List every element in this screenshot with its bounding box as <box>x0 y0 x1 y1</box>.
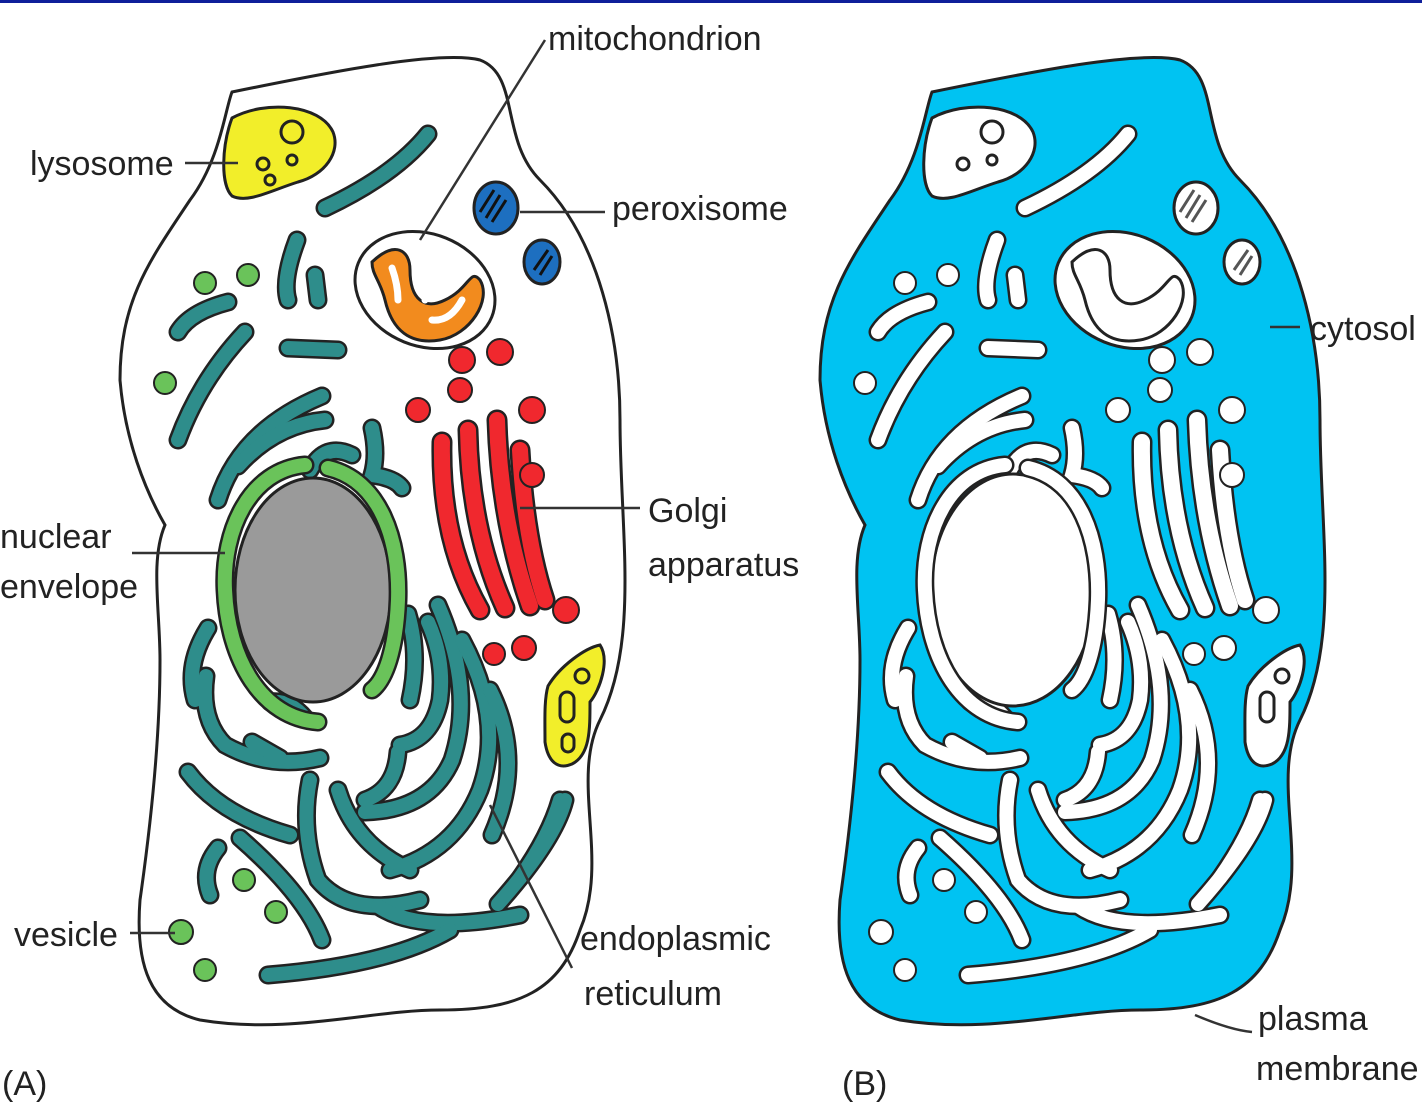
nucleus-a <box>225 465 398 722</box>
label-lysosome: lysosome <box>30 145 174 183</box>
panel-b-cytosol-cell: cytosol plasma membrane (B) <box>820 58 1419 1103</box>
label-mitochondrion: mitochondrion <box>548 20 762 58</box>
nucleus-b <box>925 465 1098 722</box>
label-nuclear-envelope-2: envelope <box>0 568 138 606</box>
label-golgi-2: apparatus <box>648 546 799 584</box>
panel-a-tag: (A) <box>2 1065 47 1103</box>
label-peroxisome: peroxisome <box>612 190 788 228</box>
label-cytosol: cytosol <box>1310 310 1416 348</box>
panel-b-tag: (B) <box>842 1065 887 1103</box>
label-plasma-membrane-1: plasma <box>1258 1000 1368 1038</box>
label-golgi-1: Golgi <box>648 492 727 530</box>
label-nuclear-envelope-1: nuclear <box>0 518 112 556</box>
label-plasma-membrane-2: membrane <box>1256 1050 1419 1088</box>
label-vesicle: vesicle <box>14 916 118 954</box>
label-er-2: reticulum <box>584 975 722 1013</box>
label-er-1: endoplasmic <box>580 920 771 958</box>
panel-a-labeled-cell: lysosome mitochondrion peroxisome nuclea… <box>0 20 799 1103</box>
